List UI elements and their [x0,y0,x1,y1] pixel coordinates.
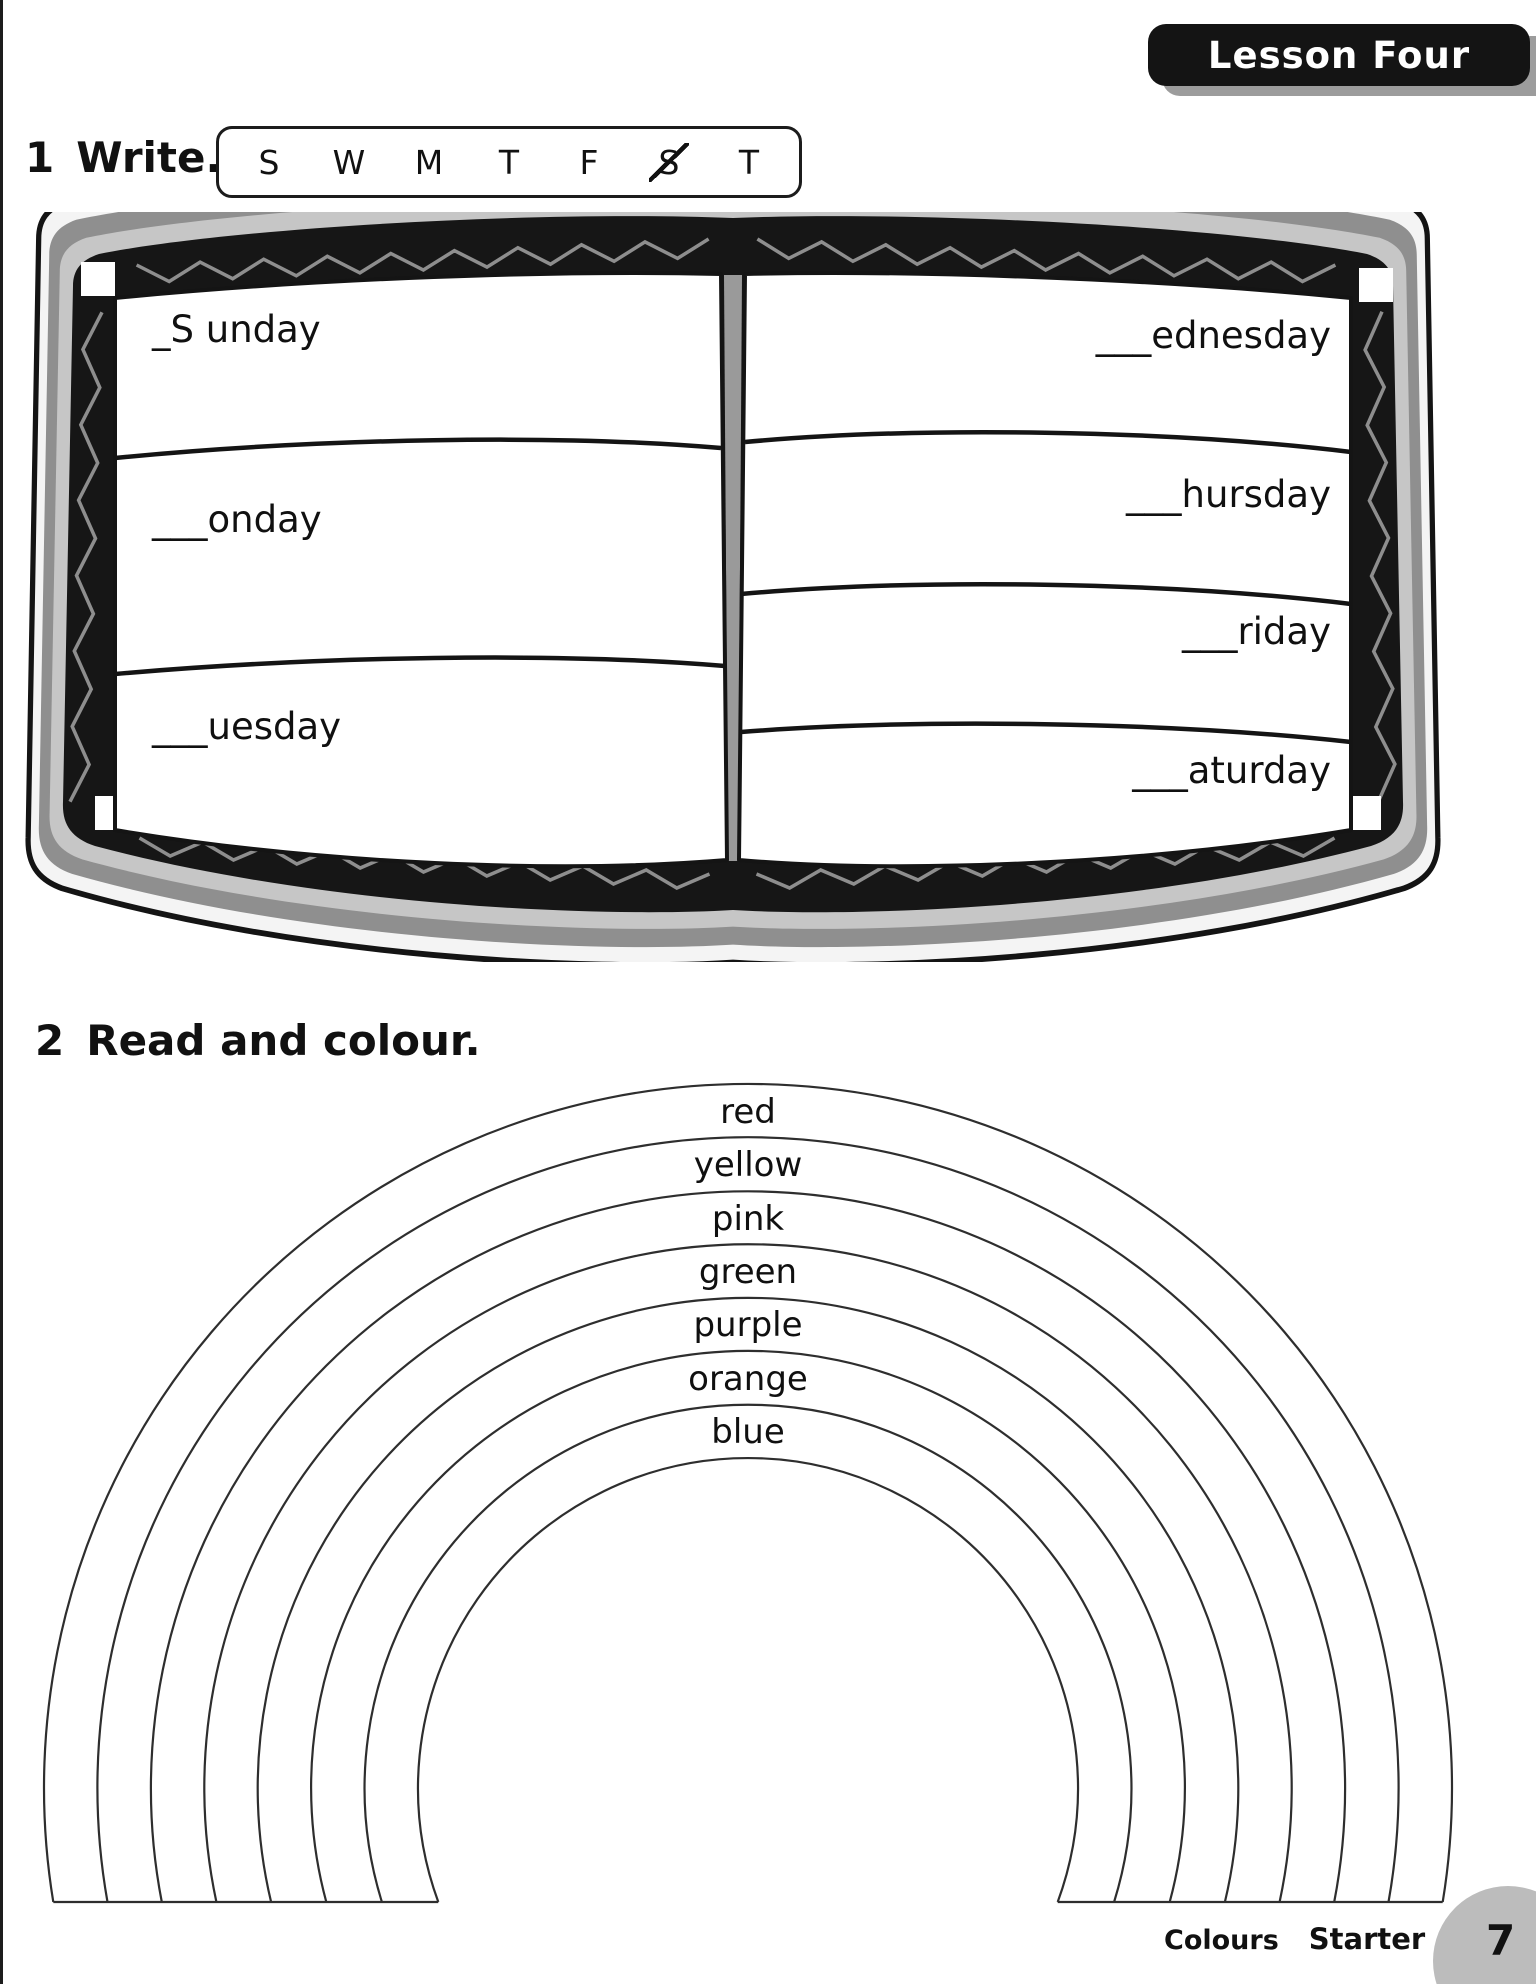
day-line-friday[interactable]: ___riday [1181,610,1331,653]
rainbow-arc-7 [363,1403,1133,1903]
left-page-divider-2 [114,655,726,677]
letter-f: F [579,142,599,182]
book-spine [724,275,742,861]
corner-square-top-left [81,262,115,296]
rainbow-arc-2 [96,1136,1400,1903]
rainbow-label-orange: orange [688,1359,808,1399]
page-edge-line [0,0,3,1984]
left-page [113,271,729,869]
zigzag-stitch [135,237,710,284]
day-line-saturday[interactable]: ___aturday [1131,749,1331,792]
letter-box: S W M T F S T [216,126,802,198]
rainbow-label-red: red [720,1092,776,1132]
rainbow-arc-1 [42,1082,1454,1903]
right-page-divider-1 [744,430,1352,455]
rainbow-arc-4 [203,1243,1293,1903]
day-line-monday[interactable]: ___onday [151,498,322,541]
footer: Colours Starter [1164,1922,1425,1956]
letter-m: M [414,142,444,182]
rainbow-label-yellow: yellow [694,1145,803,1185]
zigzag-decorations [68,237,1397,890]
letter-s: S [258,142,280,182]
zigzag-stitch [1363,310,1397,804]
exercise1-instruction: Write. [76,133,222,182]
open-book-illustration: _S unday ___onday ___uesday ___ednesday … [19,212,1459,962]
rainbow-arc-6 [310,1349,1186,1903]
corner-square-top-right [1359,268,1393,302]
rainbow-label-purple: purple [693,1305,802,1345]
right-page-divider-3 [740,721,1352,745]
day-line-wednesday[interactable]: ___ednesday [1095,314,1331,357]
right-page [737,271,1353,869]
page-number: 7 [1486,1916,1516,1965]
letter-t: T [498,142,520,182]
zigzag-stitch [68,311,104,803]
footer-level: Starter [1308,1922,1426,1956]
rainbow-arc-5 [256,1296,1240,1903]
left-page-divider-1 [114,437,722,461]
exercise2-number: 2 [35,1016,65,1065]
zigzag-stitch [138,836,711,890]
zigzag-stitch [755,836,1336,890]
zigzag-stitch [756,237,1337,284]
letter-s-crossed: S [649,142,689,182]
exercise2-header: 2 Read and colour. [35,1016,481,1065]
exercise1-number: 1 [25,133,55,182]
book-pages: _S unday ___onday ___uesday ___ednesday … [113,271,1353,869]
letter-w: W [332,142,366,182]
lesson-banner: Lesson Four [1148,24,1530,86]
footer-course: Colours [1164,1925,1279,1956]
letter-t2: T [738,142,760,182]
rainbow-arc-3 [149,1190,1347,1903]
rainbow-arc-8 [416,1456,1080,1903]
day-line-sunday[interactable]: _S unday [151,308,321,351]
rainbow-label-blue: blue [711,1412,785,1452]
rainbow-label-green: green [699,1252,797,1292]
day-line-tuesday[interactable]: ___uesday [151,705,341,748]
exercise2-instruction: Read and colour. [86,1016,481,1065]
right-page-divider-2 [740,582,1352,607]
exercise1-header: 1 Write. [25,133,221,182]
rainbow-illustration: red yellow pink green purple orange blue [42,1082,1454,1904]
rainbow-label-pink: pink [712,1199,785,1239]
day-line-thursday[interactable]: ___hursday [1125,473,1331,516]
